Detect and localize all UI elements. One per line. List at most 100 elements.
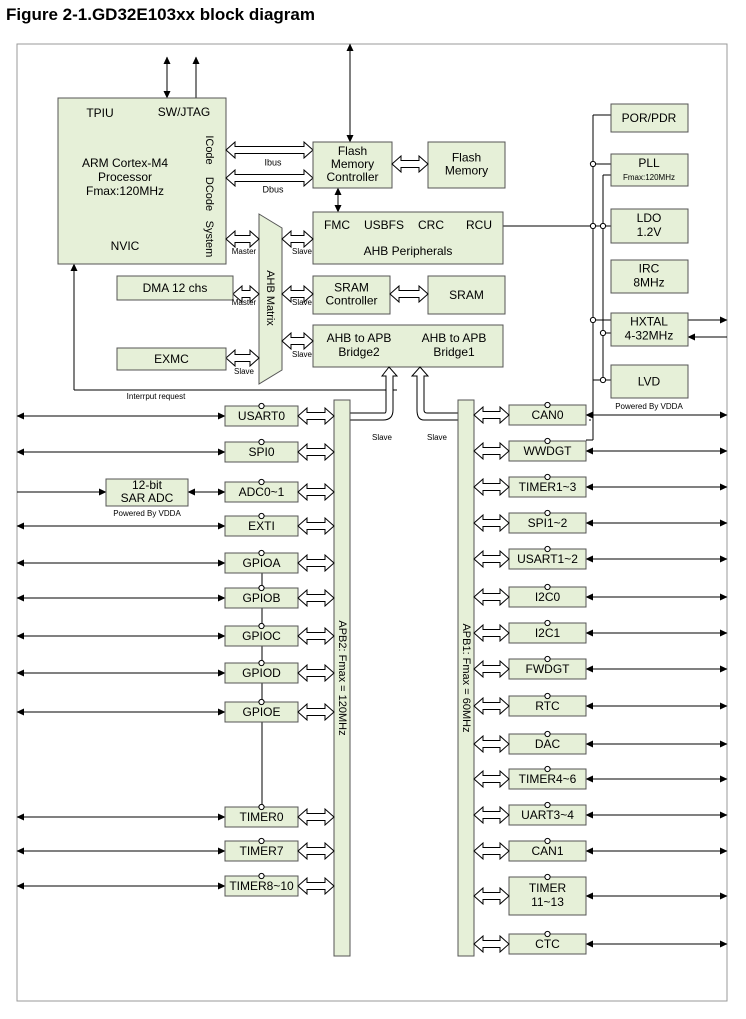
sar-adc-block-label-line-0: 12-bit xyxy=(132,478,163,492)
flash-controller-block-label-line-2: Controller xyxy=(326,170,378,184)
apb1-periph-arrow-8 xyxy=(473,696,510,716)
icode-label: ICode xyxy=(203,135,215,164)
ahb-peripherals-label: AHB Peripherals xyxy=(364,244,453,258)
apb2-periph-arrow-5 xyxy=(297,588,335,608)
system-label: System xyxy=(203,221,215,258)
apb1-periph-arrow-14 xyxy=(473,934,510,954)
apb2-periph-label-7: GPIOD xyxy=(242,666,281,680)
apb2-periph-arrow-10 xyxy=(297,841,335,861)
sram-controller-block-label-line-1: Controller xyxy=(325,294,377,308)
apb2-periph-dot-11 xyxy=(258,872,265,880)
tpiu-label: TPIU xyxy=(86,106,113,120)
irc-block xyxy=(610,259,689,294)
apb1-periph-dot-8 xyxy=(544,692,551,700)
bridge1-label-line-0: AHB to APB xyxy=(422,331,487,345)
dma-block-label: DMA 12 chs xyxy=(143,281,208,295)
apb1-periph-dot-11 xyxy=(544,801,551,809)
power-junction-5 xyxy=(599,376,607,384)
apb2-periph-label-3: EXTI xyxy=(248,519,275,533)
nvic-label: NVIC xyxy=(111,239,140,253)
apb2-periph-label-11: TIMER8~10 xyxy=(229,879,294,893)
power-junction-3 xyxy=(589,316,597,324)
hxtal-block xyxy=(610,312,689,347)
apb1-periph-arrow-2 xyxy=(473,477,510,497)
slave-label-sram: Slave xyxy=(292,298,313,307)
apb2-periph-arrow-7 xyxy=(297,663,335,683)
slave-label-ahb: Slave xyxy=(292,247,313,256)
apb1-periph-dot-7 xyxy=(544,655,551,663)
apb1-periph-arrow-10 xyxy=(473,769,510,789)
apb1-periph-dot-9 xyxy=(544,730,551,738)
cpu-core-block xyxy=(57,97,227,265)
slave-label-exmc: Slave xyxy=(234,367,255,376)
swjtag-label: SW/JTAG xyxy=(158,105,210,119)
slave-label-bridge: Slave xyxy=(292,350,313,359)
apb1-periph-label-12: CAN1 xyxy=(531,844,563,858)
apb2-periph-label-6: GPIOC xyxy=(242,629,281,643)
exmc-block xyxy=(116,347,227,371)
apb1-periph-label-4: USART1~2 xyxy=(517,552,578,566)
apb1-periph-dot-6 xyxy=(544,619,551,627)
apb2-periph-arrow-11 xyxy=(297,876,335,896)
ibus-label: Ibus xyxy=(264,157,282,167)
sram-ctrl-sram-arrow xyxy=(389,284,429,304)
flash-controller-block-label-line-0: Flash xyxy=(338,144,367,158)
ahb-matrix-label: AHB Matrix xyxy=(264,270,276,326)
apb1-periph-dot-1 xyxy=(544,437,551,445)
power-junction-2 xyxy=(599,222,607,230)
apb2-periph-dot-10 xyxy=(258,837,265,845)
matrix-sram-arrow xyxy=(281,284,314,304)
ldo-block-label-line-1: 1.2V xyxy=(637,225,662,239)
apb1-periph-arrow-6 xyxy=(473,623,510,643)
bridge1-apb1-arrow xyxy=(410,366,459,421)
apb1-periph-13 xyxy=(508,876,587,916)
apb2-bus xyxy=(333,399,351,957)
apb1-periph-label-8: RTC xyxy=(535,699,560,713)
flash-controller-block xyxy=(312,141,393,189)
por-pdr-block-label: POR/PDR xyxy=(622,111,677,125)
ahb-apb-bridges-block xyxy=(312,324,504,368)
flash-memory-block-label-line-1: Memory xyxy=(445,164,488,178)
bridge1-label-line-1: Bridge1 xyxy=(433,345,475,359)
apb2-periph-dot-1 xyxy=(258,438,265,446)
apb2-periph-arrow-0 xyxy=(297,406,335,426)
exmc-block-label: EXMC xyxy=(154,352,189,366)
apb1-periph-label-14: CTC xyxy=(535,937,560,951)
exmc-matrix-arrow xyxy=(225,348,260,368)
cpu-core-label-line-2: Fmax:120MHz xyxy=(86,184,164,198)
apb2-periph-dot-3 xyxy=(258,512,265,520)
apb2-label: APB2: Fmax = 120MHz xyxy=(336,620,348,735)
hxtal-block-label-line-0: HXTAL xyxy=(630,315,668,329)
dma-matrix-arrow xyxy=(232,284,260,304)
apb1-periph-dot-2 xyxy=(544,473,551,481)
flash-ctrl-mem-arrow xyxy=(391,154,429,174)
apb1-periph-arrow-5 xyxy=(473,587,510,607)
usbfs-label: USBFS xyxy=(364,218,404,232)
apb1-periph-label-13-line-0: TIMER xyxy=(529,881,567,895)
power-junction-0 xyxy=(589,160,597,168)
apb2-periph-label-2: ADC0~1 xyxy=(239,485,285,499)
apb1-periph-label-6: I2C1 xyxy=(535,626,561,640)
cpu-core-label-line-1: Processor xyxy=(98,170,152,184)
apb1-periph-label-0: CAN0 xyxy=(531,408,563,422)
power-junction-4 xyxy=(599,329,607,337)
figure-title: Figure 2-1.GD32E103xx block diagram xyxy=(6,5,315,24)
apb1-periph-label-7: FWDGT xyxy=(526,662,571,676)
power-junction-1 xyxy=(589,222,597,230)
crc-label: CRC xyxy=(418,218,444,232)
rcu-label: RCU xyxy=(466,218,492,232)
apb2-periph-arrow-3 xyxy=(297,516,335,536)
apb1-periph-label-2: TIMER1~3 xyxy=(519,480,577,494)
sram-controller-block xyxy=(312,275,391,315)
apb1-periph-label-10: TIMER4~6 xyxy=(519,772,577,786)
apb1-periph-dot-4 xyxy=(544,545,551,553)
apb2-periph-label-10: TIMER7 xyxy=(239,844,283,858)
interrupt-label: Interrput request xyxy=(127,392,186,401)
apb2-periph-dot-7 xyxy=(258,659,265,667)
apb1-periph-arrow-1 xyxy=(473,441,510,461)
apb2-periph-dot-4 xyxy=(258,549,265,557)
apb2-periph-dot-0 xyxy=(258,402,265,410)
pll-block xyxy=(610,153,689,187)
matrix-ahb-arrow xyxy=(281,229,314,249)
apb1-periph-arrow-11 xyxy=(473,805,510,825)
